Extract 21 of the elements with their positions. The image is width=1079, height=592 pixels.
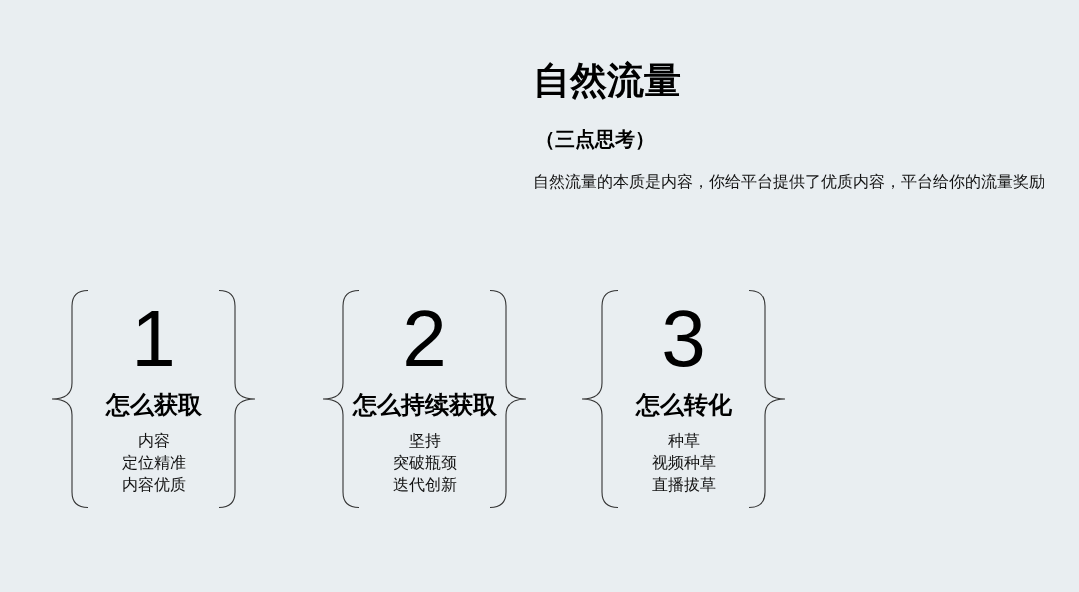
step-number: 1 (131, 299, 176, 379)
step-heading: 怎么持续获取 (352, 391, 497, 419)
list-item-text: 直播拔草 (651, 474, 716, 496)
list-item-text: 内容优质 (121, 474, 186, 496)
step-heading: 怎么获取 (105, 391, 202, 419)
description-text: 自然流量的本质是内容，你给平台提供了优质内容，平台给你的流量奖励 (533, 172, 1045, 193)
list-item-text: 定位精准 (121, 452, 186, 474)
list-item-text: 种草 (667, 430, 700, 452)
curly-brace-group (582, 290, 785, 508)
list-item-text: 坚持 (408, 430, 441, 452)
curly-brace-group (52, 290, 255, 508)
step-number: 3 (661, 299, 706, 379)
subtitle: （三点思考） (535, 126, 655, 152)
list-item-text: 突破瓶颈 (392, 452, 457, 474)
curly-brace-group (323, 290, 526, 508)
step-number: 2 (402, 299, 447, 379)
list-item-text: 视频种草 (651, 452, 716, 474)
step-heading: 怎么转化 (635, 391, 732, 419)
title: 自然流量 (533, 58, 681, 104)
list-item-text: 迭代创新 (392, 474, 457, 496)
list-item-text: 内容 (137, 430, 170, 452)
